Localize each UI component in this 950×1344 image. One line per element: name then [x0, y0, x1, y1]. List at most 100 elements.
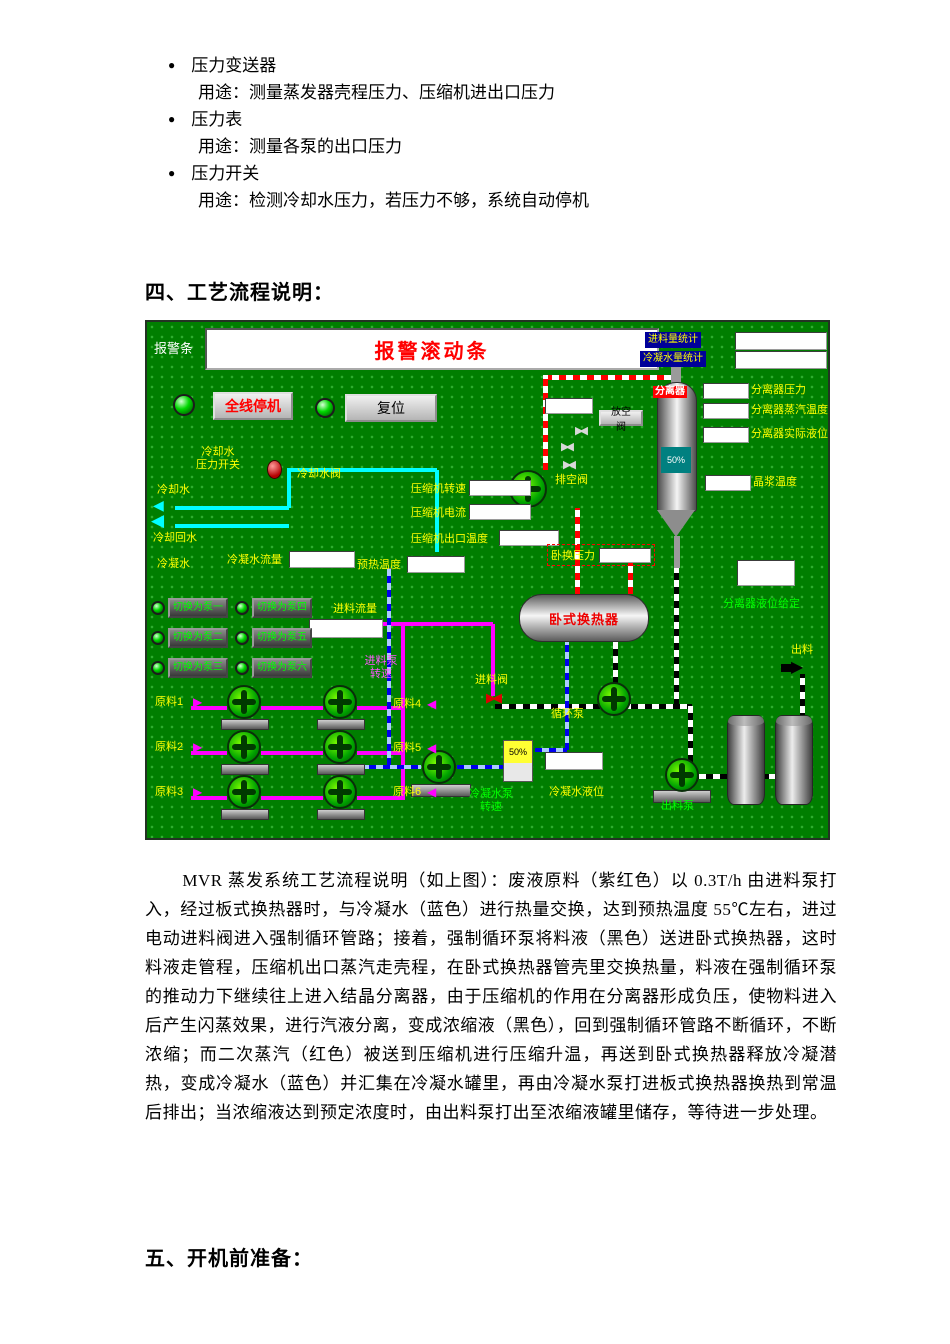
cooling-water-arrow-icon: ◀ — [153, 497, 164, 513]
pump-switch-4-button[interactable]: 切换为泵四 — [252, 598, 312, 618]
list-item: 压力变送器 用途：测量蒸发器壳程压力、压缩机进出口压力 — [168, 52, 848, 106]
material-2-arrow-icon: ▶ — [193, 740, 203, 754]
slurry-temp-value — [705, 475, 751, 491]
pump-switch-1-button[interactable]: 切换为泵一 — [168, 598, 228, 618]
feed-flow-label: 进料流量 — [333, 603, 377, 615]
material-4-arrow-icon: ◀ — [427, 697, 437, 711]
vent-valve-button[interactable]: 放空阀 — [599, 407, 643, 433]
pipe-steam — [628, 562, 633, 594]
tank-cap — [728, 716, 764, 726]
exhaust-valve-icon[interactable]: ▶◀ — [563, 459, 576, 471]
cooling-water-label: 冷却水 — [157, 484, 190, 496]
pump-pedestal — [221, 764, 269, 775]
condensate-tank-level: 50% — [504, 741, 532, 763]
discharge-pump-label: 出料泵 — [661, 800, 694, 812]
feed-valve-icon[interactable]: ▶◀ — [486, 690, 502, 705]
slurry-temp-label: 晶浆温度 — [753, 476, 797, 488]
pipe-condensate — [565, 642, 569, 750]
material-1-label: 原料1 — [155, 696, 184, 708]
pump-switch-2[interactable]: 切换为泵二 — [151, 628, 228, 648]
horizontal-heat-exchanger: 卧式换热器 — [519, 594, 649, 642]
feed-pump-1-icon — [227, 685, 261, 719]
separator-level-label: 分离器实际液位 — [751, 428, 828, 440]
feed-pump-4-icon — [323, 685, 357, 719]
bullet-desc: 用途：检测冷却水压力，若压力不够，系统自动停机 — [198, 191, 589, 210]
material-1-arrow-icon: ▶ — [193, 695, 203, 709]
pump3-led-icon — [151, 661, 165, 675]
pipe-feed — [380, 622, 493, 626]
pump-switch-2-button[interactable]: 切换为泵二 — [168, 628, 228, 648]
reset-button[interactable]: 复位 — [345, 394, 437, 422]
pipe-feed — [401, 624, 405, 800]
hx-label: 卧式换热器 — [548, 611, 619, 627]
separator-stem — [674, 536, 680, 568]
bullet-title: 压力开关 — [168, 160, 848, 187]
pump1-led-icon — [151, 601, 165, 615]
pipe-steam — [543, 375, 548, 470]
bullet-list: 压力变送器 用途：测量蒸发器壳程压力、压缩机进出口压力 压力表 用途：测量各泵的… — [168, 52, 848, 214]
pipe-feed — [191, 706, 227, 710]
pipe-concentrate — [495, 704, 617, 709]
feed-pump-5-icon — [323, 730, 357, 764]
feed-total-value — [735, 332, 827, 350]
feed-total-label: 进料量统计 — [645, 332, 701, 348]
separator-cone — [657, 510, 695, 537]
vent-valve-icon[interactable]: ▶◀ — [575, 425, 588, 437]
pump4-led-icon — [235, 601, 249, 615]
hx-pressure-value — [599, 547, 651, 563]
pump-switch-4[interactable]: 切换为泵四 — [235, 598, 312, 618]
separator-level-value — [703, 427, 749, 443]
cooling-valve-label: 冷却水阀 — [297, 468, 341, 480]
material-6-label: 原料6 — [393, 786, 422, 798]
pump-pedestal — [317, 764, 365, 775]
pipe-cooling-water — [287, 468, 437, 472]
pipe-feed — [357, 751, 403, 755]
discharge-pump-icon — [665, 758, 699, 792]
material-2-label: 原料2 — [155, 741, 184, 753]
condensate-level-value — [545, 752, 603, 770]
pipe-feed — [261, 751, 323, 755]
separator-vessel: 50% — [657, 382, 697, 512]
pump-switch-5-button[interactable]: 切换为泵五 — [252, 628, 312, 648]
bullet-desc: 用途：测量各泵的出口压力 — [198, 137, 402, 156]
pipe-concentrate — [613, 640, 618, 684]
stop-indicator-led — [173, 394, 195, 416]
pipe-condensate — [457, 765, 503, 769]
pipe-concentrate — [688, 706, 693, 776]
preheat-temp-value — [407, 556, 465, 573]
pipe-feed — [357, 706, 403, 710]
material-6-arrow-icon: ◀ — [427, 785, 437, 799]
separator-nozzle — [671, 366, 681, 384]
pipe-feed — [491, 624, 495, 696]
pipe-condensate — [535, 748, 567, 752]
vent-valve-icon[interactable]: ▶◀ — [561, 441, 574, 453]
feed-pump-2-icon — [227, 730, 261, 764]
condensate-flow-label: 冷凝水流量 — [227, 554, 282, 566]
level-setpoint-input[interactable] — [737, 560, 795, 586]
vent-readout-value — [545, 398, 593, 414]
pipe-steam — [545, 375, 676, 380]
condensate-pump-icon — [422, 750, 456, 784]
feed-flow-value — [309, 619, 383, 638]
list-item: 压力表 用途：测量各泵的出口压力 — [168, 106, 848, 160]
stop-all-button[interactable]: 全线停机 — [213, 392, 293, 420]
pump6-led-icon — [235, 661, 249, 675]
pump-switch-6-button[interactable]: 切换为泵六 — [252, 658, 312, 678]
pipe-condensate — [355, 765, 421, 769]
separator-steam-temp-value — [703, 403, 749, 419]
pump-switch-6[interactable]: 切换为泵六 — [235, 658, 312, 678]
pump-switch-3[interactable]: 切换为泵三 — [151, 658, 228, 678]
discharge-label: 出料 — [791, 644, 813, 656]
alarm-banner-text: 报警滚动条 — [374, 340, 490, 363]
material-5-arrow-icon: ◀ — [427, 741, 437, 755]
pump-switch-5[interactable]: 切换为泵五 — [235, 628, 312, 648]
compressor-outlet-temp-value — [499, 530, 559, 546]
pump-switch-1[interactable]: 切换为泵一 — [151, 598, 228, 618]
cooling-valve-icon[interactable] — [267, 460, 282, 479]
separator-pressure-value — [703, 383, 749, 399]
tank-cap — [776, 716, 812, 726]
pump-switch-3-button[interactable]: 切换为泵三 — [168, 658, 228, 678]
compressor-current-label: 压缩机电流 — [411, 507, 466, 519]
cooling-return-label: 冷却回水 — [153, 532, 197, 544]
process-description-paragraph: MVR 蒸发系统工艺流程说明（如上图）：废液原料（紫红色）以 0.3T/h 由进… — [145, 871, 837, 1122]
